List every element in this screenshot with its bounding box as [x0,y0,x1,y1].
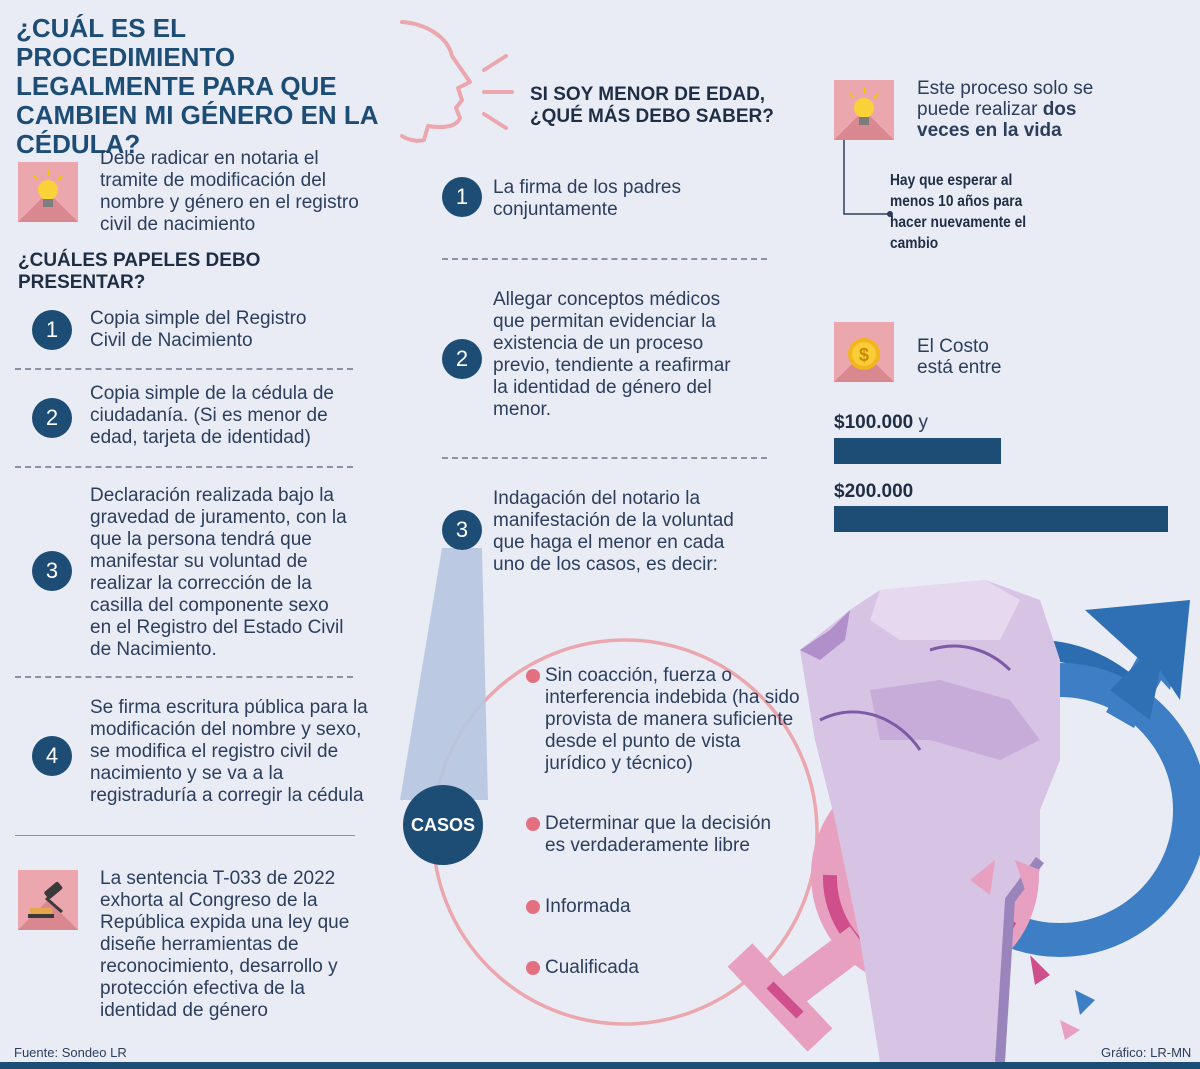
fist-icon [800,580,1060,1063]
case-item-1-text: Sin coacción, fuerza o interferencia ind… [545,665,800,774]
sentence-icon-box [18,870,78,930]
minor-item-3: Indagación del notario la manifestación … [493,488,734,575]
bullet-dot [526,669,540,683]
minor-number-1: 1 [442,177,482,217]
minor-item-2: Allegar conceptos médicos que permitan e… [493,289,731,420]
divider [15,676,353,678]
limit-icon-box [834,80,894,140]
cost-low-bar [834,438,1001,464]
papers-number-3: 3 [32,551,72,591]
case-item-4: Cualificada [526,957,745,979]
papers-number-4: 4 [32,736,72,776]
minor-number-2: 2 [442,339,482,379]
papers-item-4: Se firma escritura pública para la modif… [90,697,368,806]
case-item-3: Informada [526,896,745,918]
minor-number-3: 3 [442,510,482,550]
limit-text: Este proceso solo se puede realizar dos … [917,78,1107,141]
connector-line [843,140,893,217]
case-item-1: Sin coacción, fuerza o interferencia ind… [526,665,800,775]
papers-number-2: 2 [32,398,72,438]
footer-credit: Gráfico: LR-MN [1101,1045,1192,1060]
case-item-4-text: Cualificada [545,957,639,978]
cost-high-value: $200.000 [834,481,914,502]
lightbulb-icon [33,170,63,207]
divider [15,835,355,836]
divider [15,368,353,370]
papers-heading: ¿CUÁLES PAPELES DEBO PRESENTAR? [18,250,261,293]
coin-icon: $ [848,338,880,370]
sentence-text: La sentencia T-033 de 2022 exhorta al Co… [100,868,350,1021]
bullet-dot [526,817,540,831]
bottom-rule [0,1062,1200,1069]
cost-connector: y [913,412,929,433]
case-item-2-text: Determinar que la decisión es verdaderam… [545,813,772,856]
svg-text:$: $ [859,345,869,365]
divider [442,258,767,260]
cost-low-value: $100.000 [834,412,914,433]
limit-text-plain: Este proceso solo se puede realizar [917,78,1094,120]
spotlight-cone-shape [400,548,488,800]
papers-item-2: Copia simple de la cédula de ciudadanía.… [90,383,334,448]
bullet-dot [526,961,540,975]
papers-item-3: Declaración realizada bajo la gravedad d… [90,485,347,660]
intro-text: Debe radicar en notaria el tramite de mo… [100,148,359,235]
divider [15,466,353,468]
papers-item-1: Copia simple del Registro Civil de Nacim… [90,308,307,351]
limit-text-bold: dos veces en la vida [917,99,1077,141]
case-item-3-text: Informada [545,896,631,917]
minor-item-1: La firma de los padres conjuntamente [493,177,681,220]
bullet-dot [526,900,540,914]
footer-source: Fuente: Sondeo LR [14,1045,127,1060]
cases-badge: CASOS [403,785,483,865]
page-title: ¿CUÁL ES EL PROCEDIMIENTO LEGALMENTE PAR… [16,13,378,159]
divider [442,457,767,459]
papers-number-1: 1 [32,310,72,350]
case-item-2: Determinar que la decisión es verdaderam… [526,813,795,857]
cost-low: $100.000 y [834,412,928,434]
gavel-icon [28,881,63,918]
face-profile-icon [400,20,514,143]
limit-note: Hay que esperar al menos 10 años para ha… [890,172,1027,252]
intro-icon-box [18,162,78,222]
cost-label: El Costo está entre [917,336,1002,378]
cost-icon-box: $ [834,322,894,382]
lightbulb-icon [849,88,879,125]
minor-heading: SI SOY MENOR DE EDAD, ¿QUÉ MÁS DEBO SABE… [530,84,774,127]
cost-high-bar [834,506,1168,532]
